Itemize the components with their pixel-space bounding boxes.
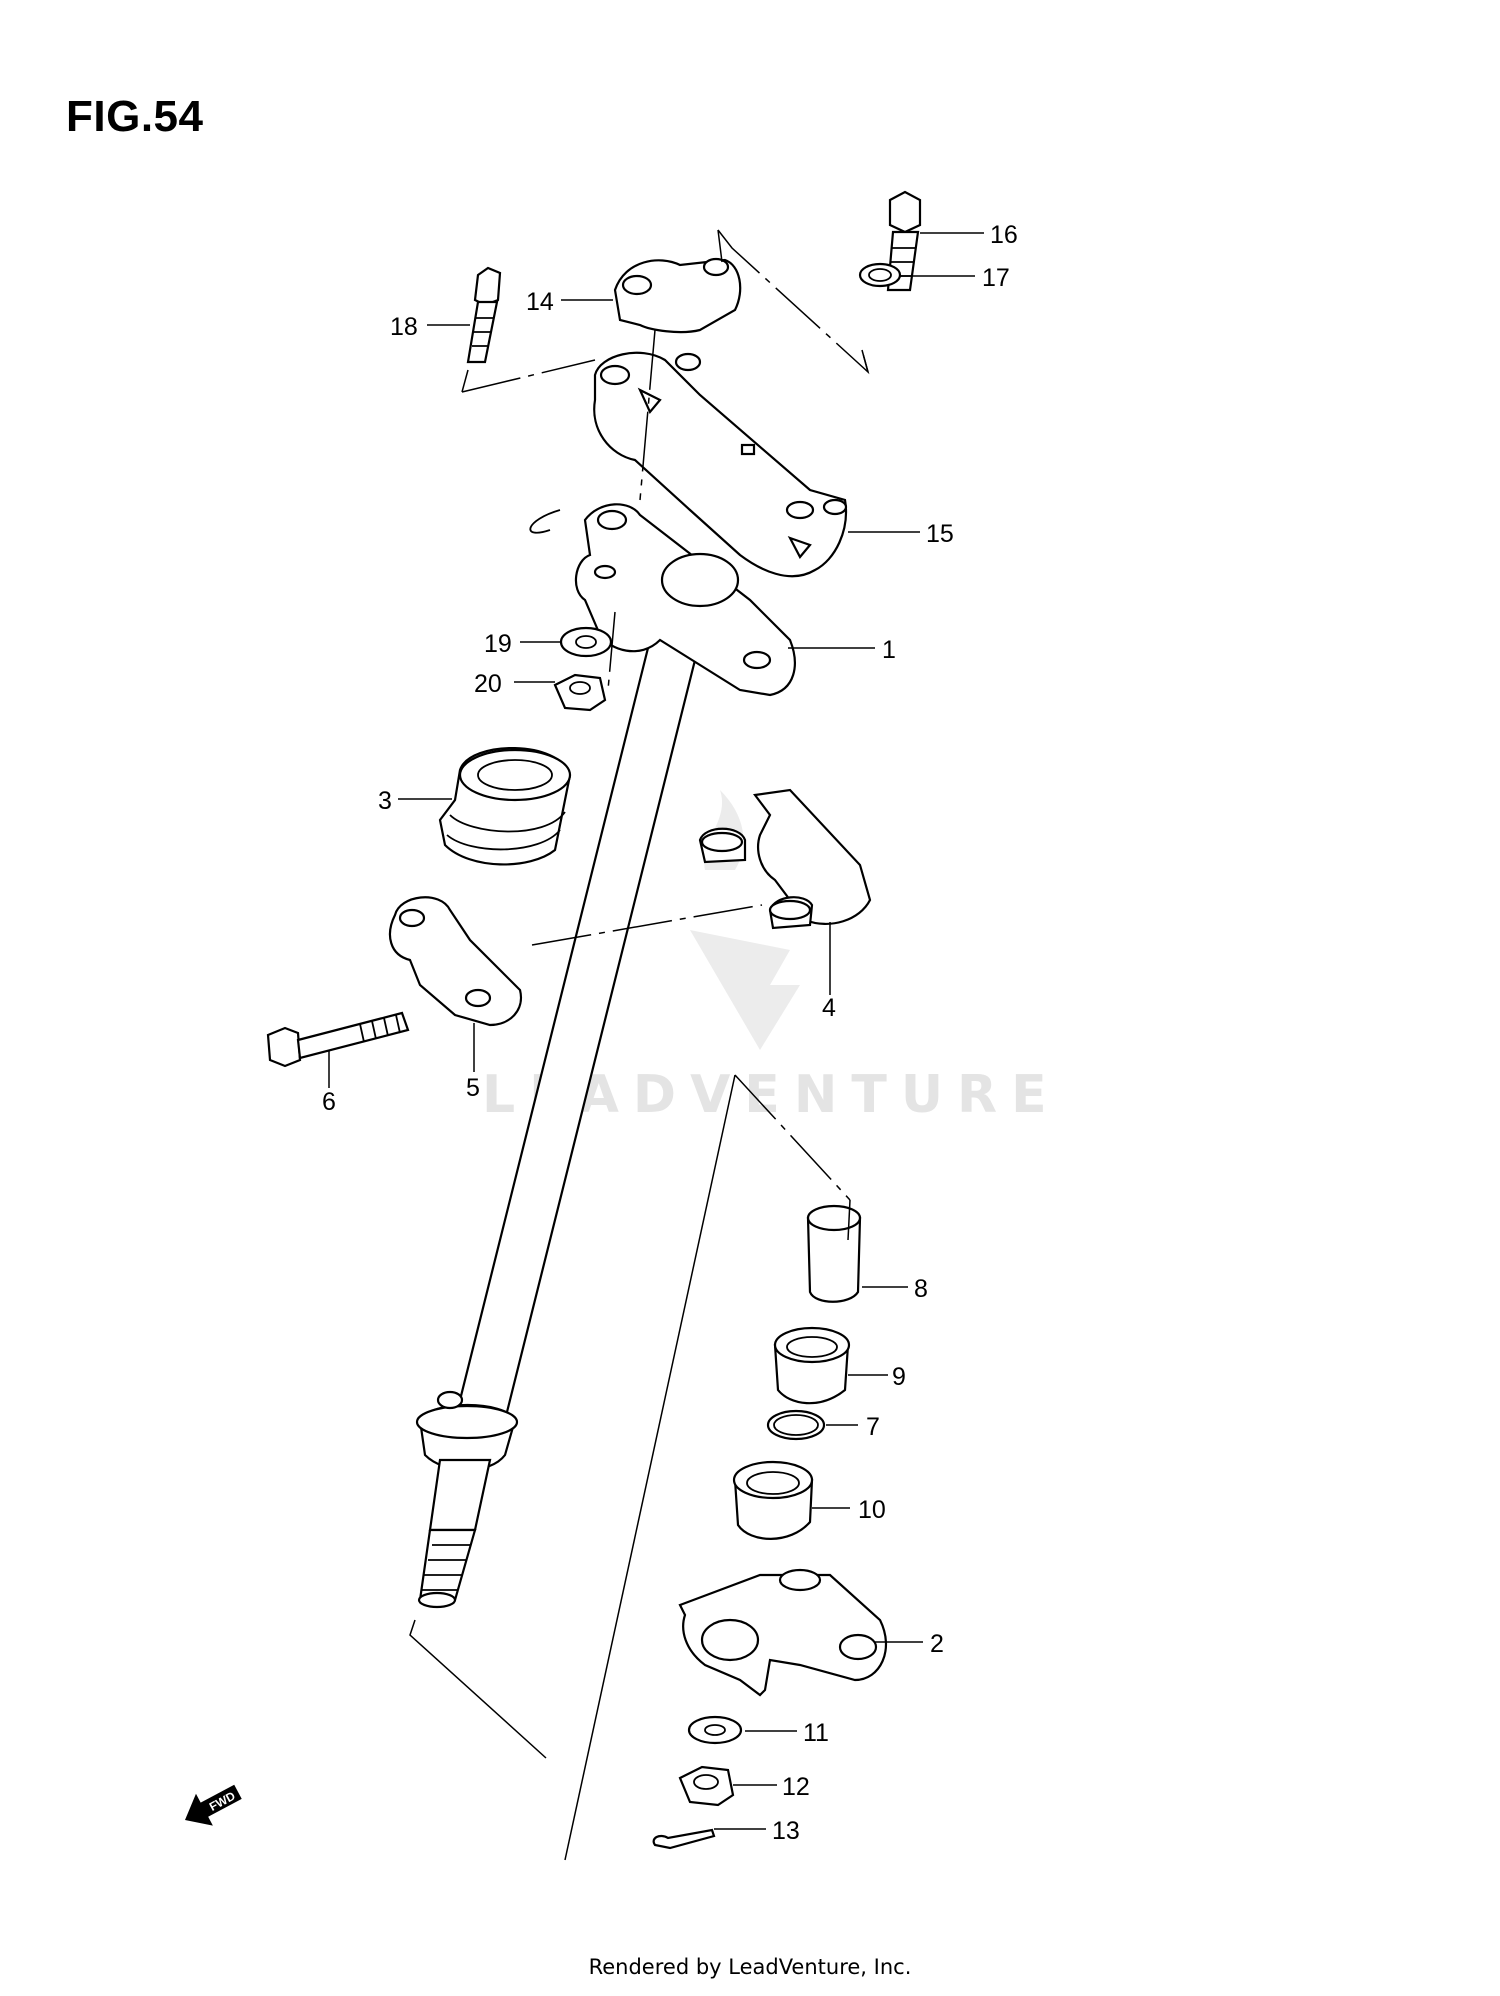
steering-arm-part-2 [678, 1568, 888, 1697]
assembly-guide-lines [409, 229, 870, 1861]
bolt-part-6 [266, 1011, 410, 1068]
callout-19: 19 [484, 630, 512, 658]
washer-part-11 [687, 1715, 743, 1745]
callout-9: 9 [892, 1363, 906, 1391]
upper-bracket-part-1 [529, 503, 796, 697]
handlebar-holder-upper-part-14 [613, 257, 742, 334]
o-ring-part-7 [766, 1409, 826, 1441]
callout-14: 14 [526, 288, 554, 316]
callout-4: 4 [822, 994, 836, 1022]
cotter-pin-part-13 [652, 1828, 716, 1850]
callout-8: 8 [914, 1275, 928, 1303]
washer-part-19 [559, 626, 613, 658]
callout-17: 17 [982, 264, 1010, 292]
callout-18: 18 [390, 313, 418, 341]
leader-lines [328, 232, 984, 1830]
callout-2: 2 [930, 1630, 944, 1658]
washer-part-17 [858, 262, 902, 288]
nut-part-20 [553, 673, 607, 712]
callout-15: 15 [926, 520, 954, 548]
callout-1: 1 [882, 636, 896, 664]
bolt-part-18 [466, 266, 502, 364]
holder-part-5 [388, 896, 523, 1027]
footer-credit: Rendered by LeadVenture, Inc. [588, 1955, 912, 1979]
steering-shaft [415, 638, 702, 1609]
handlebar-holder-lower-part-15 [593, 351, 848, 578]
fwd-arrow-icon: FWD [185, 1784, 242, 1826]
callout-3: 3 [378, 787, 392, 815]
callout-16: 16 [990, 221, 1018, 249]
figure-title: FIG.54 [66, 92, 204, 141]
callout-20: 20 [474, 670, 502, 698]
bushing-part-8 [806, 1204, 862, 1303]
callout-12: 12 [782, 1773, 810, 1801]
bearing-part-9 [773, 1326, 851, 1405]
holder-part-4 [698, 788, 872, 930]
callout-10: 10 [858, 1496, 886, 1524]
nut-part-12 [678, 1765, 735, 1807]
bearing-part-10 [732, 1460, 814, 1540]
callout-5: 5 [466, 1074, 480, 1102]
callout-13: 13 [772, 1817, 800, 1845]
callout-labels: 1 2 3 4 5 6 7 8 9 10 11 12 13 14 15 16 1… [322, 221, 1018, 1845]
bushing-part-3 [438, 747, 572, 866]
callout-7: 7 [866, 1413, 880, 1441]
callout-6: 6 [322, 1088, 336, 1116]
callout-11: 11 [803, 1719, 829, 1747]
